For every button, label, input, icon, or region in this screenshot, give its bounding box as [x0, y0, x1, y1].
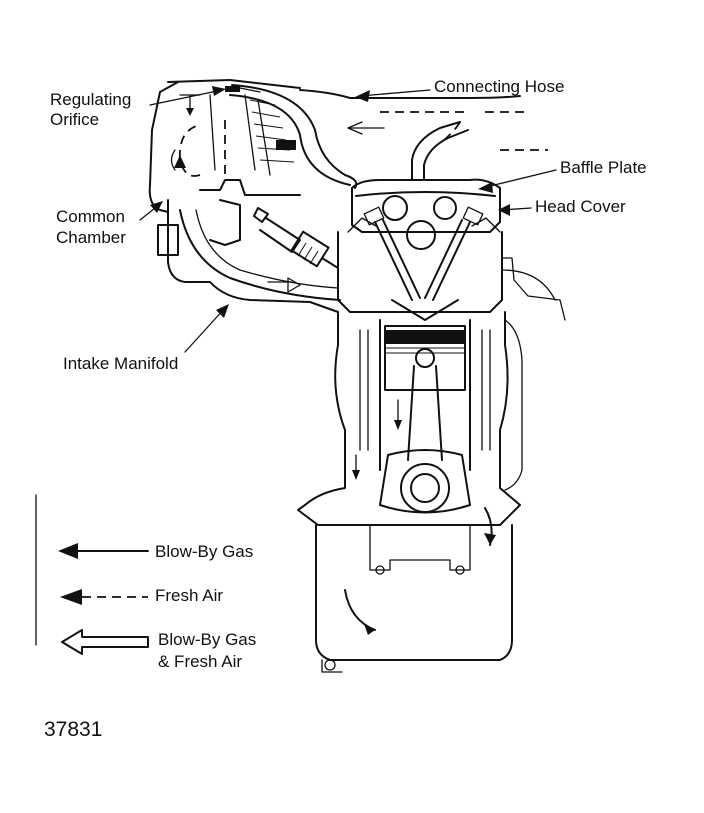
- legend-fresh-air-label: Fresh Air: [155, 586, 223, 605]
- head-cover-label: Head Cover: [535, 197, 626, 216]
- label-intake-manifold: Intake Manifold: [63, 304, 229, 373]
- label-head-cover: Head Cover: [498, 197, 626, 216]
- label-baffle-plate: Baffle Plate: [478, 158, 647, 193]
- hollow-arrow-icon: [61, 629, 149, 655]
- legend-fresh-air: Fresh Air: [60, 586, 223, 605]
- regulating-orifice-label-line2: Orifice: [50, 110, 99, 129]
- figure-number: 37831: [44, 718, 102, 741]
- solid-arrow-icon: [58, 543, 78, 559]
- legend-mixed-label-line1: Blow-By Gas: [158, 630, 256, 649]
- legend: Blow-By Gas Fresh Air Blow-By Gas & Fres…: [35, 494, 256, 671]
- label-connecting-hose: Connecting Hose: [355, 77, 564, 102]
- spark-plug: [253, 207, 339, 269]
- engine-block: [297, 178, 566, 673]
- legend-blow-by-gas-label: Blow-By Gas: [155, 542, 253, 561]
- connecting-hose-flow: [299, 89, 548, 181]
- connecting-hose-label: Connecting Hose: [434, 77, 564, 96]
- regulating-orifice-label-line1: Regulating: [50, 90, 131, 109]
- legend-mixed-label-line2: & Fresh Air: [158, 652, 242, 671]
- common-chamber-label-line1: Common: [56, 207, 125, 226]
- intake-manifold-assembly: [148, 79, 358, 313]
- legend-mixed: Blow-By Gas & Fresh Air: [61, 629, 256, 671]
- legend-blow-by-gas: Blow-By Gas: [58, 542, 253, 561]
- intake-manifold-label: Intake Manifold: [63, 354, 178, 373]
- label-common-chamber: Common Chamber: [56, 201, 163, 247]
- dashed-arrow-icon: [60, 589, 82, 605]
- common-chamber-label-line2: Chamber: [56, 228, 126, 247]
- label-regulating-orifice: Regulating Orifice: [50, 86, 226, 129]
- baffle-plate-label: Baffle Plate: [560, 158, 647, 177]
